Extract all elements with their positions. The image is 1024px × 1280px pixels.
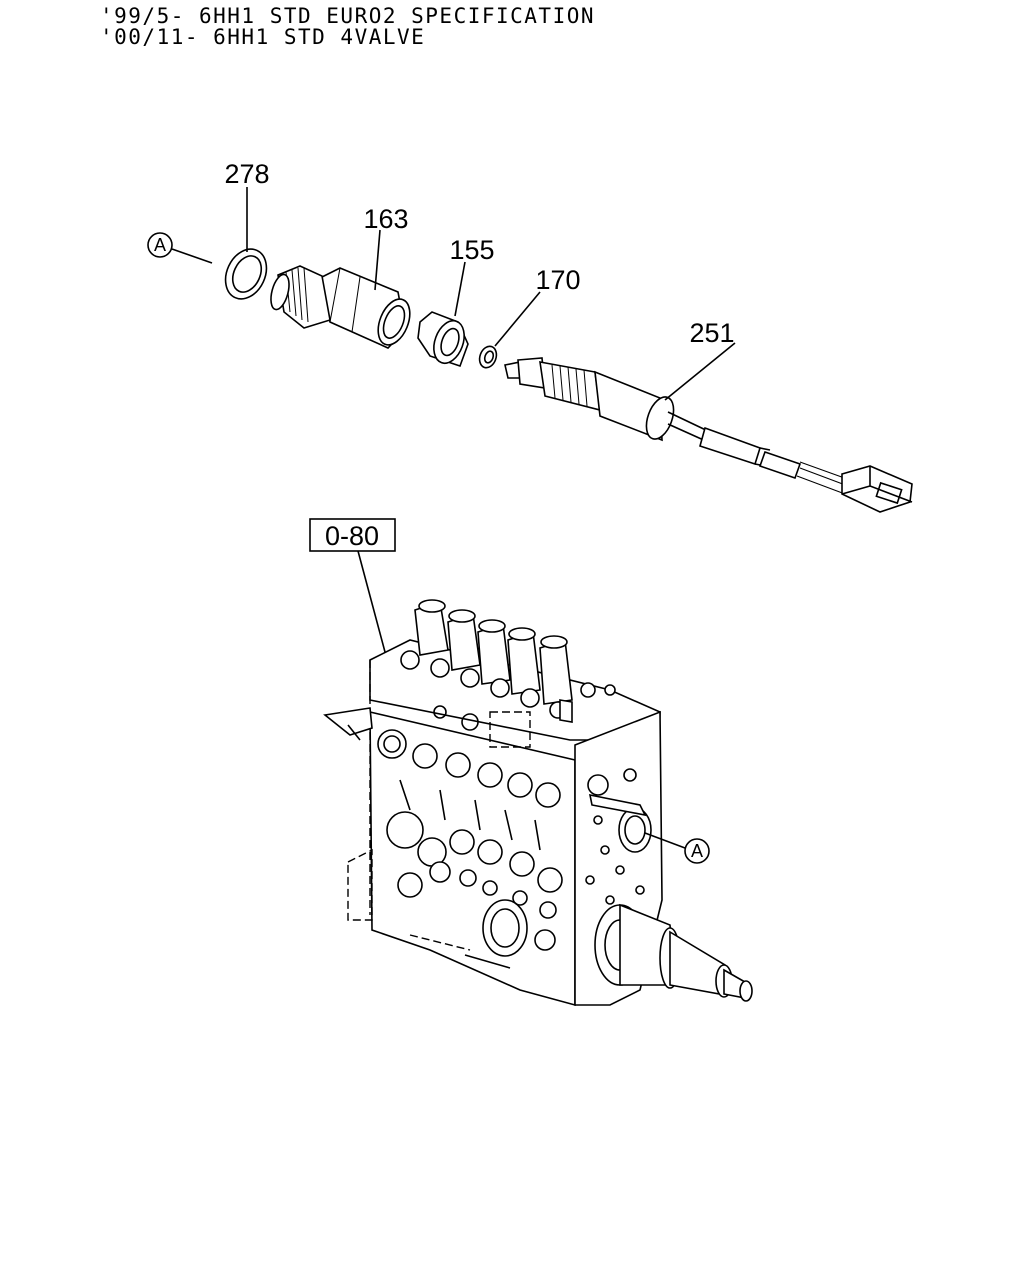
drive-shaft (594, 903, 753, 1002)
callout-155-label: 155 (449, 235, 494, 265)
delivery-valve-holders (400, 599, 616, 719)
callout-a-top-label: A (154, 235, 166, 255)
part-278-oring[interactable]: 278 (218, 159, 274, 306)
reference-box-0-80[interactable]: 0-80 (309, 518, 396, 653)
callout-251-label: 251 (689, 318, 734, 348)
reference-0-80-label: 0-80 (325, 521, 379, 551)
header-line-2: '00/11- 6HH1 STD 4VALVE (100, 25, 426, 49)
part-155-nut[interactable]: 155 (417, 235, 495, 368)
part-163-holder[interactable]: 163 (268, 204, 416, 349)
callout-278-label: 278 (224, 159, 269, 189)
callout-a-top[interactable]: A (147, 232, 213, 264)
callout-163-label: 163 (363, 204, 408, 234)
header-line-1: '99/5- 6HH1 STD EURO2 SPECIFICATION (100, 4, 596, 28)
part-170-washer[interactable]: 170 (477, 265, 581, 370)
injection-pump-assembly (323, 599, 753, 1007)
diagram-header: '99/5- 6HH1 STD EURO2 SPECIFICATION '00/… (100, 6, 595, 48)
tappet-windows (377, 729, 561, 851)
lower-fittings (386, 811, 563, 969)
callout-a-pump-label: A (691, 841, 703, 861)
callout-a-pump[interactable]: A (644, 832, 710, 864)
part-251-sensor[interactable]: 251 (504, 318, 913, 513)
side-holes (585, 768, 652, 905)
callout-170-label: 170 (535, 265, 580, 295)
